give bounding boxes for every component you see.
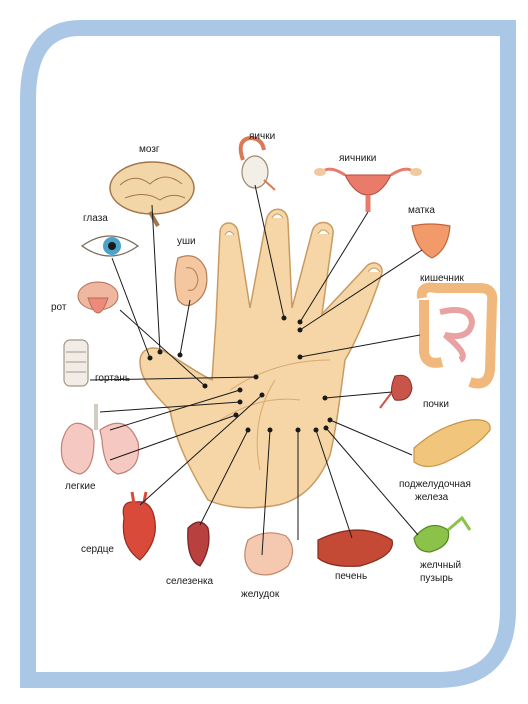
- label-uterus: матка: [408, 205, 435, 216]
- stomach-icon: [245, 533, 293, 575]
- ovaries-icon: [314, 168, 422, 212]
- hand-icon: [140, 209, 382, 507]
- pancreas-icon: [414, 420, 490, 467]
- gallbladder-icon: [414, 518, 470, 552]
- ear-icon: [175, 256, 207, 306]
- spleen-icon: [188, 522, 209, 566]
- label-larynx: гортань: [95, 373, 130, 384]
- brain-icon: [110, 162, 194, 226]
- label-pancreas-1: поджелудочная: [399, 479, 471, 490]
- label-heart: сердце: [81, 544, 114, 555]
- heart-icon: [123, 492, 155, 560]
- label-lungs: легкие: [65, 481, 96, 492]
- label-mouth: рот: [51, 302, 67, 313]
- intestine-icon: [422, 287, 492, 383]
- testes-icon: [241, 138, 275, 190]
- label-ovaries: яичники: [339, 153, 376, 164]
- label-intestine: кишечник: [420, 273, 465, 284]
- lungs-icon: [61, 404, 138, 474]
- label-brain: мозг: [139, 144, 160, 155]
- label-ears: уши: [177, 236, 196, 247]
- mouth-icon: [78, 282, 118, 313]
- label-liver: печень: [335, 571, 367, 582]
- label-eyes: глаза: [83, 213, 108, 224]
- kidney-icon: [380, 375, 412, 408]
- larynx-icon: [64, 340, 88, 386]
- label-stomach: желудок: [241, 589, 280, 600]
- label-pancreas-2: железа: [415, 492, 449, 503]
- eye-icon: [82, 236, 138, 256]
- label-gallbladder-1: желчный: [420, 560, 461, 571]
- liver-icon: [318, 530, 392, 566]
- label-kidneys: почки: [423, 399, 449, 410]
- label-testes: яички: [249, 131, 275, 142]
- label-gallbladder-2: пузырь: [420, 573, 453, 584]
- label-spleen: селезенка: [166, 576, 214, 587]
